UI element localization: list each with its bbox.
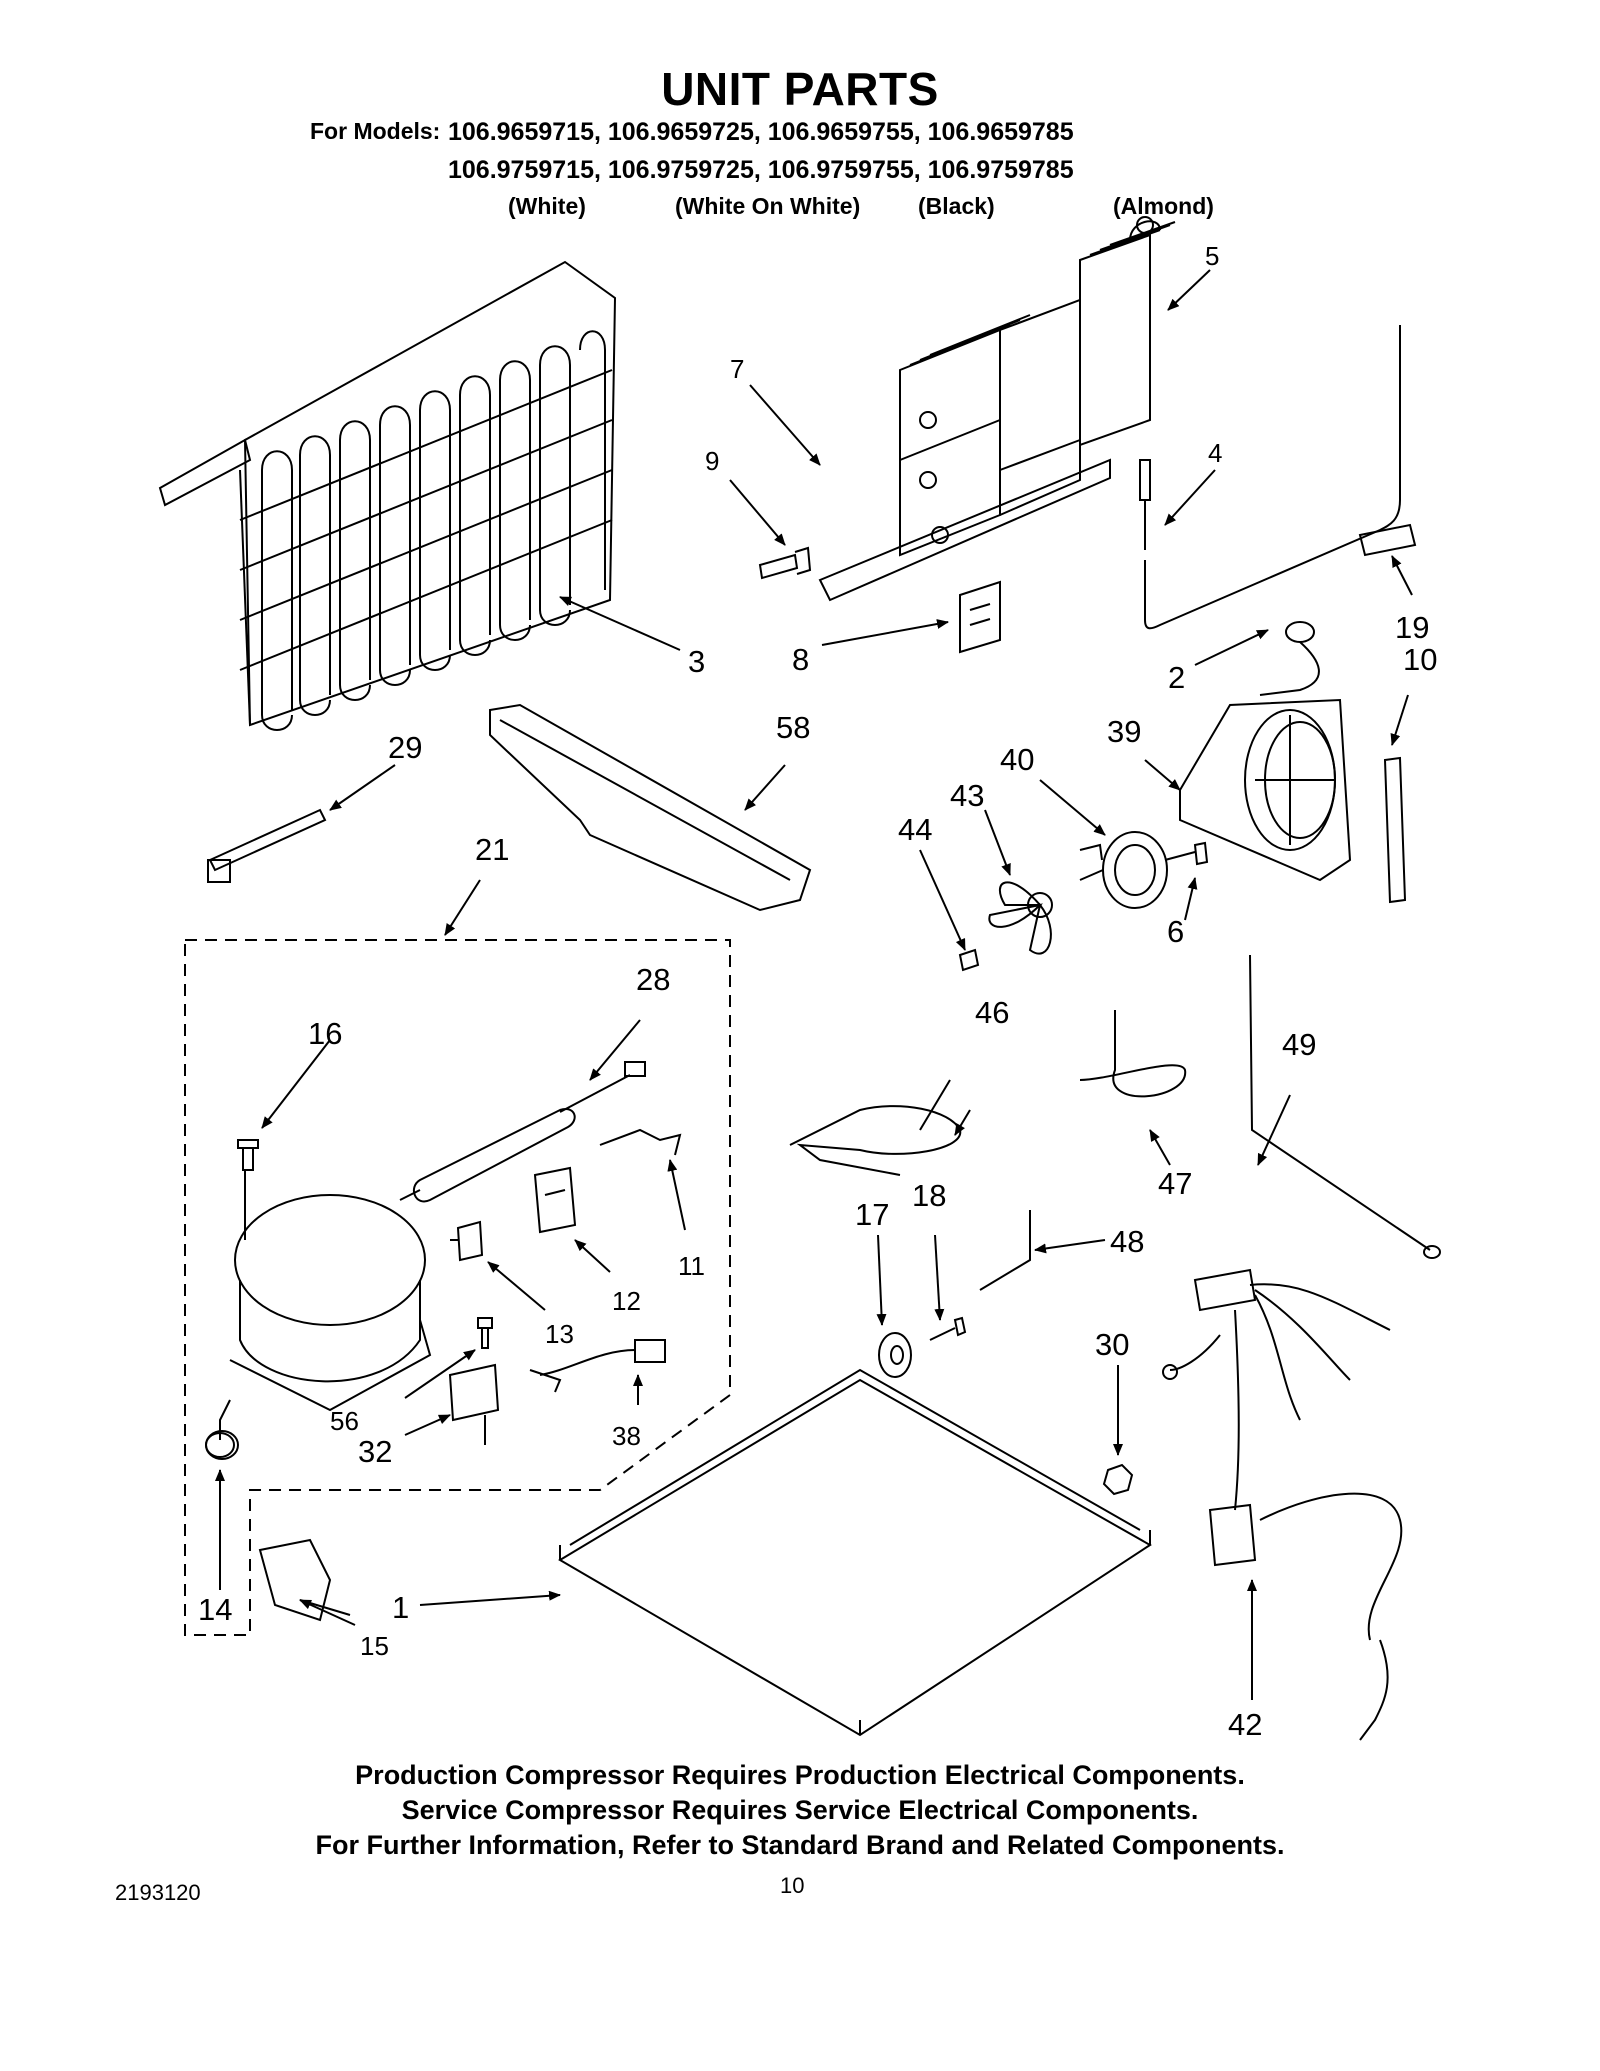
fan-shroud-39-drawing (1179, 698, 1352, 882)
callout-58: 58 (776, 710, 810, 745)
tube-49-drawing (1249, 954, 1441, 1259)
document-number: 2193120 (115, 1880, 201, 1905)
callout-18: 18 (912, 1178, 946, 1213)
bracket-15-drawing (258, 1538, 351, 1622)
callout-2: 2 (1168, 660, 1185, 695)
overload-13-drawing (450, 1220, 484, 1262)
callout-5: 5 (1205, 241, 1219, 271)
callout-labels: 3 7 9 8 5 4 19 2 10 39 40 43 44 6 58 29 … (198, 241, 1437, 1742)
callout-10: 10 (1403, 642, 1437, 677)
strip-10-drawing (1383, 756, 1407, 904)
callout-6: 6 (1167, 914, 1184, 949)
footer-note-3: For Further Information, Refer to Standa… (315, 1830, 1285, 1860)
drier-29-drawing (399, 1061, 646, 1203)
clip-44-drawing (958, 948, 980, 972)
tube-48-drawing (979, 1210, 1031, 1291)
leader-arrows (215, 269, 1413, 1700)
tube-4-drawing (1139, 325, 1401, 630)
callout-49: 49 (1282, 1027, 1316, 1062)
color-almond: (Almond) (1113, 193, 1214, 219)
fan-blade-43-drawing (988, 881, 1053, 955)
clip-19-drawing (1358, 523, 1417, 557)
footer-note-2: Service Compressor Requires Service Elec… (401, 1795, 1199, 1825)
screw-16-drawing (237, 1139, 259, 1171)
callout-12: 12 (612, 1286, 641, 1316)
tube-47-drawing (1079, 1010, 1187, 1098)
callout-17: 17 (855, 1197, 889, 1232)
page-number: 10 (780, 1873, 805, 1898)
callout-48: 48 (1110, 1224, 1144, 1259)
callout-19: 19 (1395, 610, 1429, 645)
callout-13: 13 (545, 1319, 574, 1349)
callout-42: 42 (1228, 1707, 1262, 1742)
color-white: (White) (508, 193, 586, 219)
compressor-kit-28-boundary (184, 939, 731, 1636)
callout-46: 46 (975, 995, 1009, 1030)
callout-44: 44 (898, 812, 932, 847)
wire-clip-11-drawing (599, 1128, 682, 1156)
screw-56-drawing (477, 1317, 493, 1349)
clip-8-drawing (959, 580, 1001, 654)
callout-39: 39 (1107, 714, 1141, 749)
callout-4: 4 (1208, 438, 1222, 468)
relay-12-drawing (533, 1166, 577, 1234)
callout-38: 38 (612, 1421, 641, 1451)
callout-40: 40 (1000, 742, 1034, 777)
wiring-harness-42-drawing (1162, 1268, 1403, 1741)
drain-tray-58-drawing (489, 703, 812, 912)
screw-18-drawing (929, 1316, 967, 1341)
tie-strap-30-drawing (207, 808, 327, 883)
callout-21: 30 (1095, 1327, 1129, 1362)
fan-motor-40-drawing (1079, 831, 1168, 909)
callout-15: 15 (360, 1631, 389, 1661)
screw-6-drawing (1164, 841, 1209, 866)
page-title: UNIT PARTS (661, 63, 939, 115)
callout-7: 7 (730, 354, 744, 384)
thermostat-2-drawing (1259, 621, 1320, 696)
models-row-2: 106.9759715, 106.9759725, 106.9759755, 1… (448, 156, 1074, 184)
nut-21-drawing (1102, 1463, 1134, 1496)
for-models-label: For Models: (310, 118, 441, 144)
grommet-17-drawing (878, 1332, 912, 1378)
callout-1: 1 (392, 1590, 409, 1625)
callout-11: 11 (678, 1251, 705, 1281)
callout-47: 47 (1158, 1166, 1192, 1201)
color-black: (Black) (918, 193, 995, 219)
evaporator-assembly-drawing (818, 216, 1176, 602)
callout-32: 32 (358, 1434, 392, 1469)
condenser-coil-drawing (158, 260, 617, 731)
tube-46-drawing (789, 1079, 962, 1176)
base-frame-1-drawing (558, 1368, 1152, 1737)
screw-9-drawing (758, 546, 812, 580)
capacitor-32-drawing (448, 1363, 500, 1445)
compressor-drawing (205, 1170, 432, 1458)
grommet-14-drawing (205, 1430, 239, 1460)
callout-14: 14 (198, 1592, 232, 1627)
callout-9: 9 (705, 446, 719, 476)
callout-28: 21 (475, 832, 509, 867)
callout-16: 16 (308, 1016, 342, 1051)
callout-3: 3 (688, 644, 705, 679)
callout-29: 28 (636, 962, 670, 997)
footer-note-1: Production Compressor Requires Productio… (355, 1760, 1245, 1790)
harness-38-drawing (529, 1339, 666, 1393)
models-row-1: 106.9659715, 106.9659725, 106.9659755, 1… (448, 118, 1074, 146)
callout-30: 29 (388, 730, 422, 765)
callout-8: 8 (792, 642, 809, 677)
callout-43: 43 (950, 778, 984, 813)
color-white-on-white: (White On White) (675, 193, 861, 219)
callout-56: 56 (330, 1406, 359, 1436)
